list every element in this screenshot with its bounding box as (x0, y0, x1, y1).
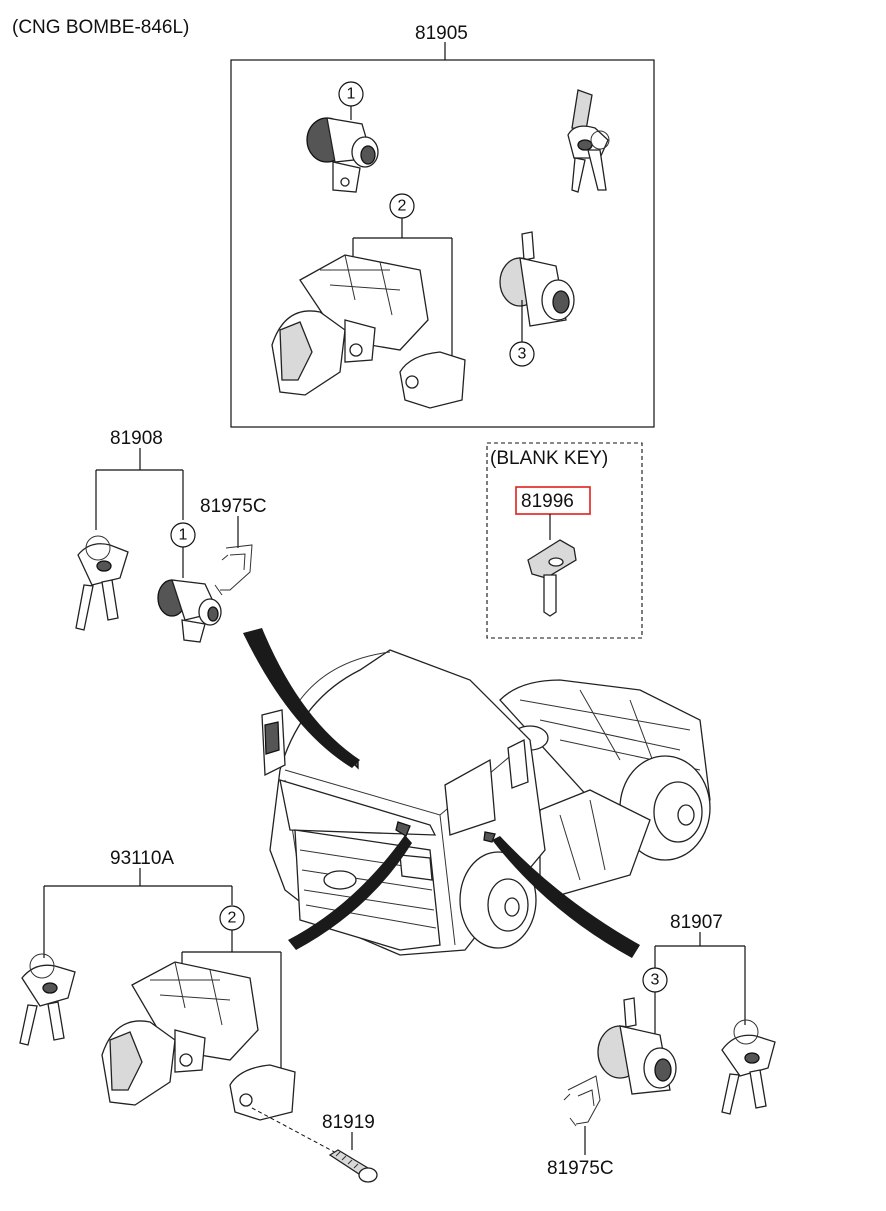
callout-1-left: 1 (170, 522, 196, 578)
leader-arrow-lower-right (492, 836, 640, 958)
highlight-box-81996 (515, 486, 591, 515)
spring-clip-lower (563, 1075, 601, 1127)
label-81908: 81908 (110, 428, 163, 449)
label-81975c-lower: 81975C (547, 1158, 614, 1179)
door-lock-cylinder-top-3 (499, 231, 575, 327)
label-81905: 81905 (415, 23, 468, 44)
label-81907: 81907 (670, 912, 723, 933)
key-set-top (567, 89, 610, 193)
assembly-frame (230, 59, 655, 428)
leader-arrow-lower-left (288, 835, 412, 950)
svg-text:3: 3 (518, 346, 527, 363)
callout-2-lower: 2 (181, 905, 282, 1072)
blank-key-header: (BLANK KEY) (490, 448, 608, 469)
label-81996: 81996 (521, 491, 574, 512)
svg-text:3: 3 (651, 972, 660, 989)
door-lock-cylinder-top (306, 117, 379, 193)
svg-text:2: 2 (228, 910, 237, 927)
door-lock-cylinder-right (597, 997, 677, 1095)
spring-clip-upper (214, 544, 253, 596)
blank-key-frame (486, 442, 643, 639)
callout-3-top: 3 (509, 300, 535, 367)
ignition-switch-top (271, 254, 466, 409)
key-set-lower-left (19, 953, 76, 1046)
key-set-right (721, 1019, 776, 1115)
callout-2-top: 2 (352, 193, 453, 360)
leader-arrow-upper (243, 628, 360, 768)
svg-text:2: 2 (398, 198, 407, 215)
callout-1-top: 1 (338, 81, 364, 120)
blank-key-icon (527, 539, 577, 617)
callout-3-lower: 3 (642, 967, 668, 1040)
label-81975c-upper: 81975C (200, 496, 267, 517)
truck-illustration (261, 649, 711, 956)
door-lock-cylinder-left (157, 579, 222, 643)
ignition-switch-lower (101, 961, 296, 1121)
key-set-left (75, 535, 129, 631)
screw-guide-line (251, 1107, 341, 1156)
svg-text:1: 1 (347, 86, 356, 103)
header-note: (CNG BOMBE-846L) (12, 17, 189, 38)
svg-text:1: 1 (179, 527, 188, 544)
label-81919: 81919 (322, 1112, 375, 1133)
screw-part (328, 1149, 378, 1183)
label-93110a: 93110A (110, 848, 174, 869)
